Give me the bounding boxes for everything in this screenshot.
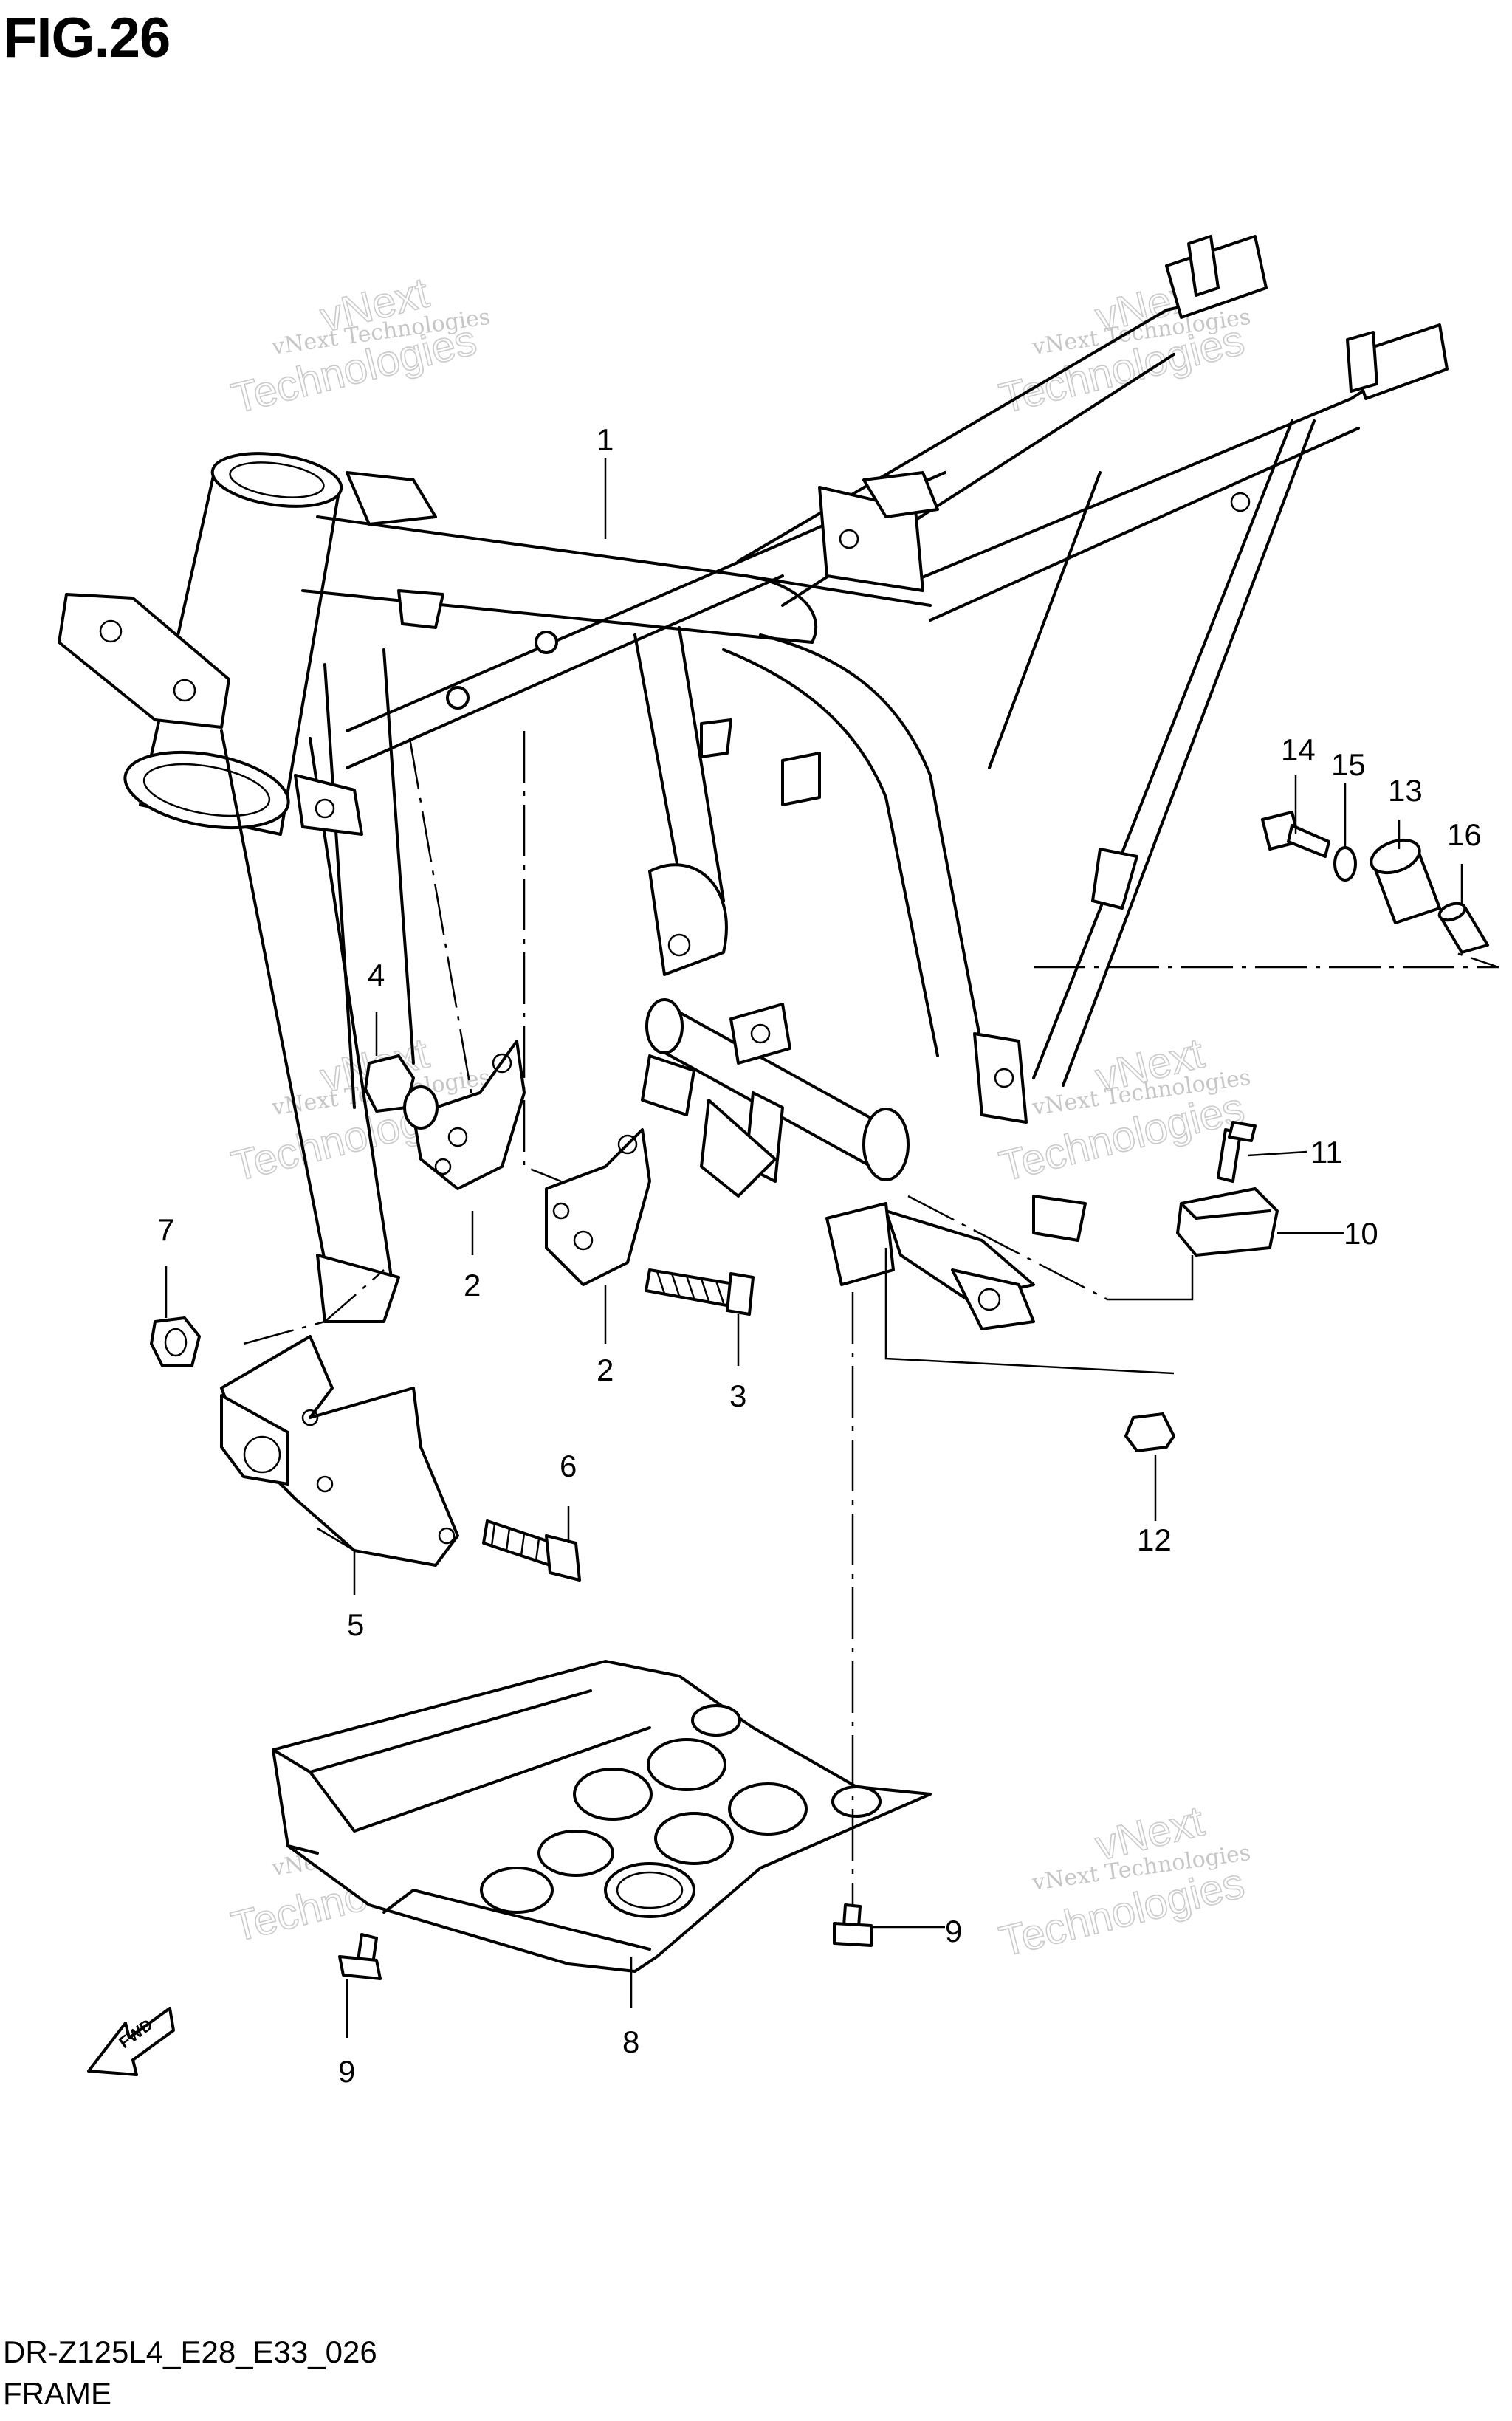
diagram-code: DR-Z125L4_E28_E33_026 [3, 2335, 377, 2369]
callout-5: 5 [347, 1607, 364, 1642]
top-tube-lower [301, 589, 814, 644]
bolt-part-3 [645, 1268, 755, 1316]
callout-14: 14 [1281, 732, 1316, 767]
cushion-part-10 [1176, 1187, 1279, 1257]
callout-2: 2 [464, 1268, 481, 1302]
skid-hole [691, 1704, 741, 1737]
callout-8: 8 [622, 2025, 639, 2059]
figure-title: FIG.26 [3, 7, 171, 69]
watermark-1: vNext Technologies Technologies vNext [227, 268, 492, 424]
pivot-end-right [862, 1108, 910, 1181]
callout-11: 11 [1310, 1135, 1343, 1170]
leader-lines [165, 458, 1463, 2038]
callout-4: 4 [368, 958, 385, 992]
head-tube-bottom-ring [123, 750, 290, 830]
nut-part-12 [1124, 1412, 1175, 1452]
washer-part-15 [1333, 846, 1357, 882]
callout-13: 13 [1388, 773, 1423, 808]
fwd-arrow-icon: FWD [87, 2007, 175, 2076]
subframe-tube-1 [1062, 419, 1316, 1087]
callout-3: 3 [729, 1378, 746, 1413]
watermark-6: vNext Technologies Technologies vNext [994, 1796, 1253, 1967]
callout-9: 9 [945, 1914, 962, 1948]
bolt-part-9-left [338, 1933, 382, 1980]
down-tube-left [220, 729, 334, 1301]
callout-labels: 1 2 2 3 4 5 6 7 8 9 9 10 11 12 13 14 15 … [157, 422, 1482, 2089]
skid-plate-part-8 [272, 1660, 932, 1973]
nut-part-7 [150, 1316, 201, 1367]
skid-hole [831, 1785, 882, 1818]
bolt-part-14 [1261, 811, 1330, 858]
center-spine-outer [759, 633, 983, 1050]
cross-tube-lower [346, 574, 784, 769]
diagram-name: FRAME [3, 2376, 111, 2411]
bolt-part-6 [482, 1519, 581, 1582]
watermark-4: vNext Technologies Technologies vNext [994, 1029, 1253, 1192]
assembly-lines [243, 731, 1499, 1905]
callout-12: 12 [1137, 1522, 1172, 1557]
head-tube-top-ring [210, 452, 343, 508]
callout-7: 7 [157, 1212, 174, 1247]
top-mount-tab [346, 471, 437, 526]
engine-bracket-2b [545, 1128, 651, 1286]
center-spine-inner [722, 648, 939, 1057]
front-bracket-part-5 [220, 1335, 459, 1567]
engine-tab-top [294, 774, 363, 836]
callout-15: 15 [1331, 747, 1366, 782]
collar-part-13 [1370, 838, 1441, 924]
callout-10: 10 [1344, 1216, 1378, 1251]
callout-6: 6 [560, 1449, 577, 1483]
frame-part-1 [58, 235, 1449, 1330]
nut-part-4 [364, 1054, 439, 1130]
callout-16: 16 [1447, 817, 1482, 852]
pivot-end-left [645, 998, 684, 1054]
engine-bracket-2a [412, 1040, 526, 1190]
callout-1: 1 [597, 422, 614, 457]
bolt-part-9-right [833, 1903, 873, 1947]
callout-2: 2 [597, 1353, 614, 1387]
sleeve-part-16 [1437, 902, 1489, 954]
lower-mount-plate [648, 863, 728, 976]
bolt-part-11 [1217, 1121, 1257, 1183]
callout-9: 9 [338, 2054, 355, 2089]
